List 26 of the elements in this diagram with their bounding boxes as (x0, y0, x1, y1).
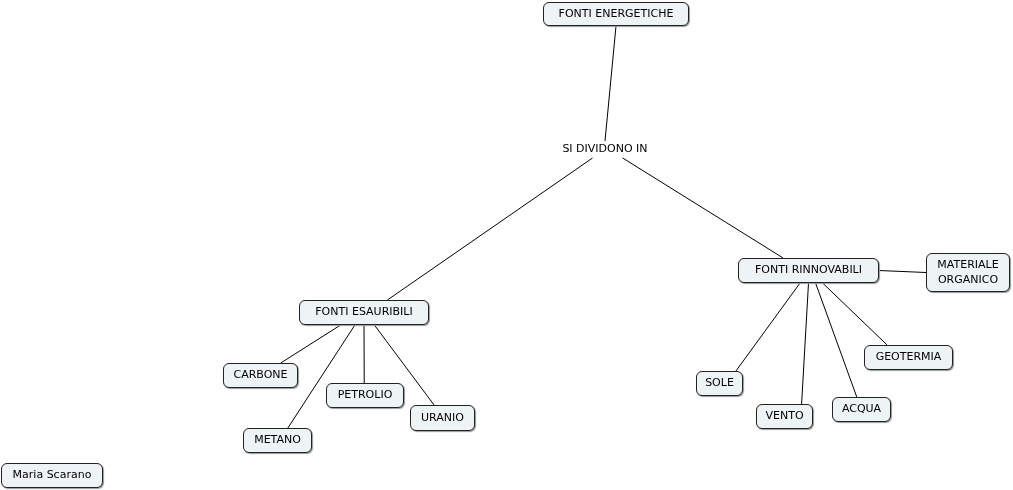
concept-box: Maria Scarano (1, 463, 103, 488)
concept-box: METANO (243, 428, 312, 453)
concept-box: FONTI ESAURIBILI (299, 300, 429, 325)
connector-line (386, 157, 593, 301)
concept-box: FONTI ENERGETICHE (543, 2, 689, 26)
connector-line (622, 157, 784, 259)
concept-box: ACQUA (832, 397, 891, 422)
concept-box: GEOTERMIA (864, 345, 953, 370)
linking-phrase: SI DIVIDONO IN (553, 141, 657, 158)
connector-line (287, 324, 356, 429)
concept-box: MATERIALE ORGANICO (926, 253, 1010, 292)
connector-line (735, 282, 801, 372)
connector-line (822, 282, 888, 346)
concept-box: FONTI RINNOVABILI (738, 258, 879, 283)
connector-line (363, 324, 365, 384)
concept-box: VENTO (756, 404, 813, 429)
concept-box: URANIO (410, 405, 475, 431)
concept-box: PETROLIO (326, 383, 404, 408)
connector-line (373, 324, 435, 406)
connector-line (280, 324, 342, 364)
connector-line (801, 282, 809, 405)
connector-line (815, 282, 858, 398)
concept-box: SOLE (696, 371, 743, 396)
connector-line (604, 25, 617, 142)
connector-line (878, 270, 927, 273)
concept-box: CARBONE (223, 363, 298, 388)
